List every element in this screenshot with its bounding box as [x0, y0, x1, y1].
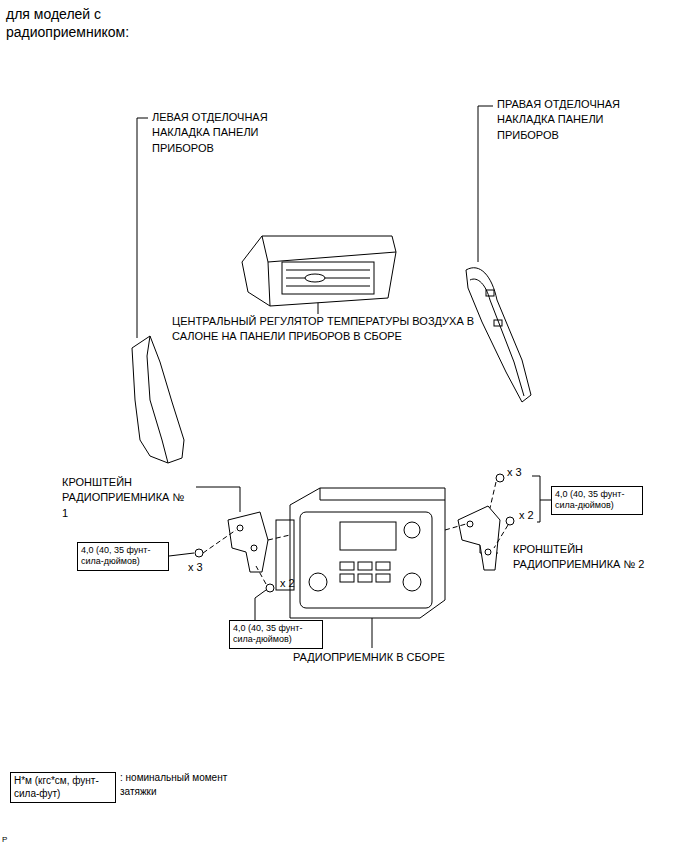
- torque-value: 4,0 (40, 35 фунт-сила-дюймов): [81, 545, 165, 568]
- torque-value: Н*м (кгс*см, фунт-сила-фут): [14, 775, 112, 800]
- legend-note: : номинальный момент затяжки: [120, 771, 232, 799]
- torque-value: 4,0 (40, 35 фунт-сила-дюймов): [233, 623, 319, 646]
- quantity: x 3: [188, 560, 212, 575]
- part-name: ЦЕНТРАЛЬНЫЙ РЕГУЛЯТОР ТЕМПЕРАТУРЫ ВОЗДУХ…: [172, 314, 487, 345]
- figure-code: P: [2, 834, 16, 845]
- heading: для моделей с радиоприемником:: [6, 6, 156, 41]
- legend-box: Н*м (кгс*см, фунт-сила-фут): [10, 772, 116, 803]
- part-name: ЛЕВАЯ ОТДЕЛОЧНАЯ НАКЛАДКА ПАНЕЛИ ПРИБОРО…: [152, 110, 280, 156]
- torque-box: 4,0 (40, 35 фунт-сила-дюймов): [551, 486, 643, 515]
- part-name: РАДИОПРИЕМНИК В СБОРЕ: [293, 650, 483, 665]
- torque-box: 4,0 (40, 35 фунт-сила-дюймов): [77, 542, 169, 571]
- part-name: ПРАВАЯ ОТДЕЛОЧНАЯ НАКЛАДКА ПАНЕЛИ ПРИБОР…: [497, 97, 632, 143]
- part-name: КРОНШТЕЙН РАДИОПРИЕМНИКА № 1: [62, 475, 192, 521]
- quantity: x 2: [280, 576, 304, 591]
- torque-box: 4,0 (40, 35 фунт-сила-дюймов): [229, 620, 323, 649]
- part-name: КРОНШТЕЙН РАДИОПРИЕМНИКА № 2: [513, 542, 648, 573]
- quantity: x 2: [519, 508, 539, 523]
- torque-value: 4,0 (40, 35 фунт-сила-дюймов): [555, 489, 639, 512]
- quantity: x 3: [507, 465, 531, 480]
